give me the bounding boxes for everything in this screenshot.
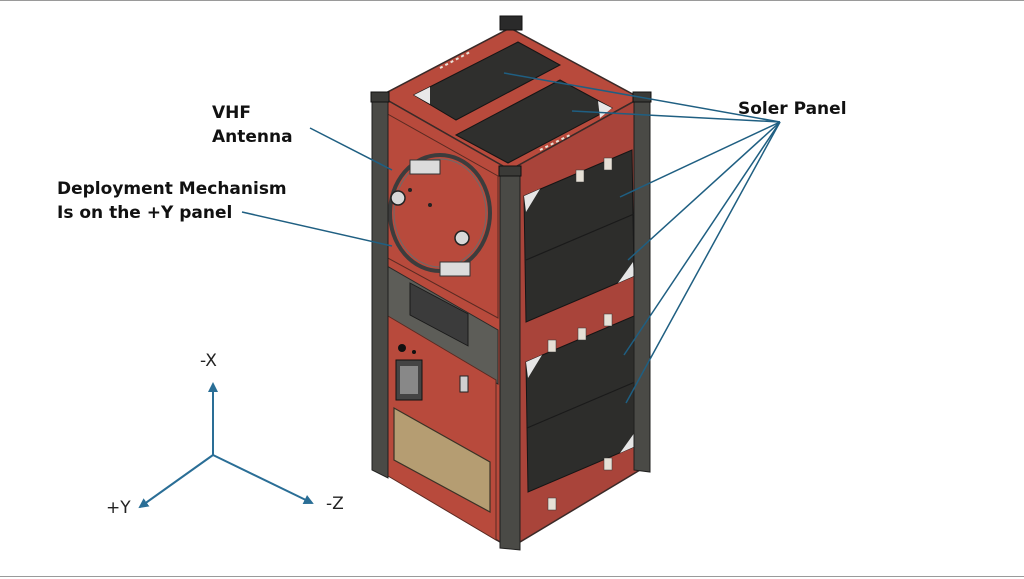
tan-plate xyxy=(393,406,491,514)
antenna-clamp-top xyxy=(409,159,441,175)
vhf-antenna-label-line2: Antenna xyxy=(212,127,293,147)
top-panel-notch-1 xyxy=(414,87,430,104)
axis-y-label: +Y xyxy=(106,498,131,518)
leader-lines xyxy=(241,72,781,404)
axis-triad xyxy=(138,382,314,509)
deploy-hinge-2 xyxy=(454,230,470,246)
top-solar-panel-1 xyxy=(412,41,562,121)
deployment-label-line2: Is on the +Y panel xyxy=(57,203,233,223)
deploy-hinge-1 xyxy=(390,190,406,206)
rail-front-left xyxy=(371,91,389,479)
vhf-antenna-label-line1: VHF xyxy=(212,103,251,123)
switch xyxy=(459,375,469,393)
top-panel-notch-2 xyxy=(598,101,612,118)
axis-z-label: -Z xyxy=(326,494,344,514)
antenna-clamp-bottom xyxy=(439,261,471,277)
bottom-border xyxy=(0,576,1024,577)
rail-back-right xyxy=(633,93,651,473)
lcd-window xyxy=(409,282,469,347)
deployment-leader-line xyxy=(241,211,393,247)
solar-leader-2 xyxy=(571,110,781,123)
axis-x-label: -X xyxy=(200,351,217,371)
solar-leader-1 xyxy=(503,72,781,123)
solar-leader-5 xyxy=(623,121,781,356)
top-border xyxy=(0,0,1024,1)
deployment-label-line1: Deployment Mechanism xyxy=(57,179,287,199)
rail-front-right xyxy=(499,167,521,551)
solar-leader-3 xyxy=(619,121,781,198)
vhf-leader-line xyxy=(309,127,393,171)
solar-panel-label: Soler Panel xyxy=(738,99,847,119)
cubesat-body xyxy=(370,15,652,551)
solar-leader-6 xyxy=(625,121,781,404)
solar-leader-4 xyxy=(627,121,781,261)
top-connector xyxy=(499,15,523,31)
axis-z-arrow xyxy=(212,454,314,505)
axis-y-arrow xyxy=(138,454,214,509)
